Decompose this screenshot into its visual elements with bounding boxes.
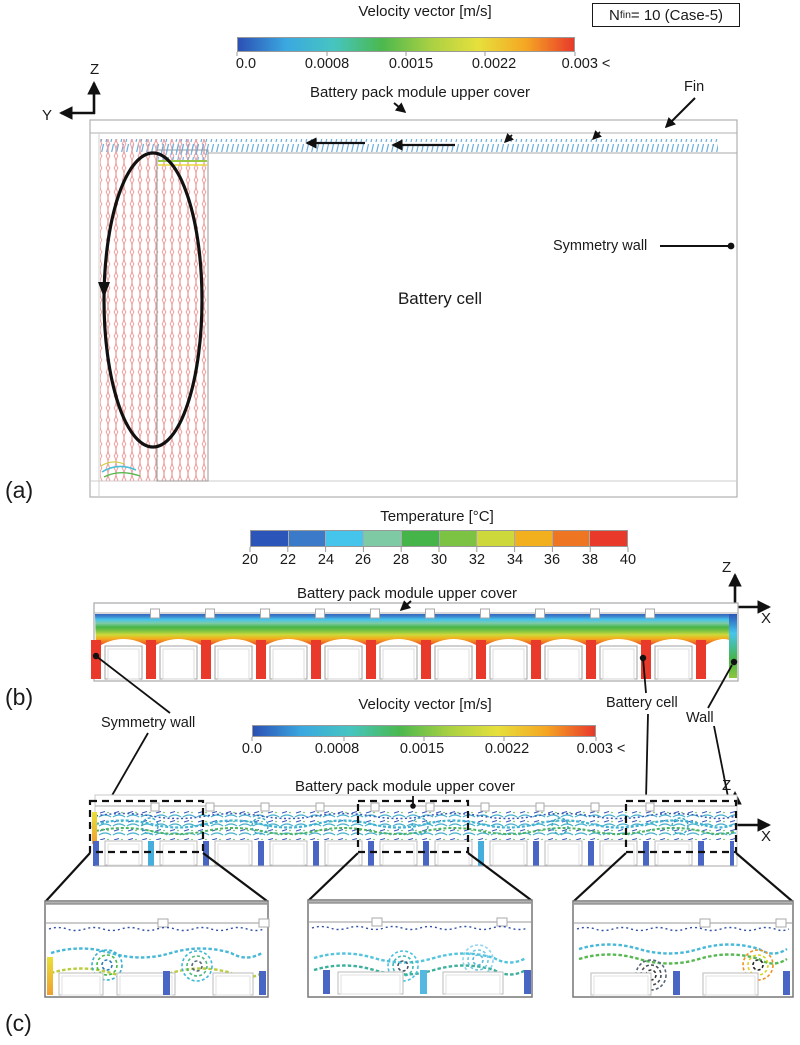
temp-tick-label: 34 — [506, 552, 524, 568]
axis-x-label-c: X — [761, 828, 772, 845]
battery-cell-label-b: Battery cell — [606, 695, 678, 711]
battery-cells-c — [93, 840, 734, 866]
colorbar-tick-label: 0.0022 — [471, 56, 517, 72]
colorbar-tick-label: 0.003 < — [576, 741, 626, 757]
temp-tick-label: 28 — [392, 552, 410, 568]
velocity-colorbar-a-ticks — [236, 52, 576, 56]
temp-segment — [552, 531, 591, 546]
panel-b-label: (b) — [5, 684, 34, 710]
colorbar-tick-label: 0.0 — [235, 56, 257, 72]
temp-segment — [590, 531, 628, 546]
temp-segment — [251, 531, 289, 546]
colorbar-tick-label: 0.0015 — [399, 741, 445, 757]
temp-tick-label: 32 — [468, 552, 486, 568]
temp-tick-label: 30 — [430, 552, 448, 568]
zoom-region-boxes — [88, 799, 738, 854]
recirculation-field — [100, 139, 208, 481]
colorbar-tick-label: 0.0008 — [314, 741, 360, 757]
velocity-band-waves — [95, 812, 737, 835]
panel-a-label: (a) — [5, 477, 34, 503]
temp-segment — [514, 531, 553, 546]
axis-z-label-b: Z — [722, 559, 732, 576]
temp-tick-label: 22 — [279, 552, 297, 568]
colorbar-tick-label: 0.003 < — [561, 56, 611, 72]
temperature-colorbar-title: Temperature [°C] — [380, 508, 494, 525]
symmetry-wall-label-b: Symmetry wall — [101, 715, 196, 731]
temp-tick-label: 40 — [619, 552, 637, 568]
temp-segment — [439, 531, 478, 546]
panel-a-pointers — [393, 97, 735, 250]
temp-segment — [364, 531, 402, 546]
colorbar-tick-label: 0.0008 — [304, 56, 350, 72]
b-cover-pointer — [399, 600, 412, 612]
temperature-contour-band — [95, 614, 737, 648]
axis-y-label-a: Y — [42, 107, 53, 124]
circulation-arrow — [98, 151, 204, 449]
velocity-colorbar-c-title: Velocity vector [m/s] — [358, 696, 492, 713]
panel-c-label: (c) — [5, 1010, 32, 1036]
axis-z-label-a: Z — [90, 61, 100, 78]
temp-tick-label: 36 — [543, 552, 561, 568]
axis-x-label-b: X — [761, 610, 772, 627]
panel-c-graphics — [44, 790, 794, 998]
fin-label: Fin — [684, 79, 705, 95]
colorbar-tick-label: 0.0022 — [484, 741, 530, 757]
upper-cover-label-a: Battery pack module upper cover — [309, 84, 531, 101]
inset-connectors — [45, 852, 793, 902]
velocity-colorbar-a — [237, 37, 575, 52]
inset-zoom-3 — [572, 900, 794, 998]
upper-cover-label-b: Battery pack module upper cover — [296, 585, 518, 602]
velocity-band-c — [96, 810, 736, 840]
inset-zooms — [44, 899, 794, 998]
temp-segment — [326, 531, 365, 546]
battery-cells-b — [91, 640, 706, 680]
fins-b — [150, 608, 655, 619]
velocity-colorbar-c — [252, 725, 596, 737]
inset-zoom-1 — [44, 900, 270, 998]
case-label-subscript: fin — [619, 9, 631, 21]
battery-cell-label-a: Battery cell — [397, 289, 483, 308]
wall-label-b: Wall — [686, 710, 714, 726]
colorbar-tick-label: 0.0015 — [388, 56, 434, 72]
case-label-prefix: N — [608, 6, 620, 24]
axes-a — [58, 80, 101, 120]
symmetry-wall-jet — [92, 812, 97, 844]
panel-a-graphics — [58, 52, 738, 498]
temp-segment — [401, 531, 440, 546]
case-label-suffix: = 10 (Case-5) — [630, 6, 724, 24]
velocity-colorbar-c-ticks — [251, 737, 597, 741]
temp-segment — [477, 531, 515, 546]
temp-tick-label: 26 — [354, 552, 372, 568]
fins-c — [150, 802, 655, 812]
panel-b-graphics — [91, 547, 772, 848]
axis-z-label-c: Z — [722, 777, 732, 794]
velocity-colorbar-a-title: Velocity vector [m/s] — [358, 3, 492, 20]
temp-tick-label: 24 — [317, 552, 335, 568]
inset-zoom-2 — [307, 899, 533, 998]
temp-tick-label: 20 — [241, 552, 259, 568]
temp-tick-label: 38 — [581, 552, 599, 568]
axes-b — [728, 572, 772, 614]
colorbar-tick-label: 0.0 — [241, 741, 263, 757]
temperature-colorbar-ticks — [249, 547, 629, 552]
upper-cover-label-c: Battery pack module upper cover — [294, 778, 516, 795]
temperature-colorbar — [250, 530, 628, 547]
cover-flow-arrows — [305, 130, 602, 151]
axes-c — [728, 790, 772, 832]
wall-temperature-stripe — [729, 614, 737, 678]
symmetry-wall-label-a: Symmetry wall — [553, 238, 648, 254]
temp-segment — [288, 531, 327, 546]
